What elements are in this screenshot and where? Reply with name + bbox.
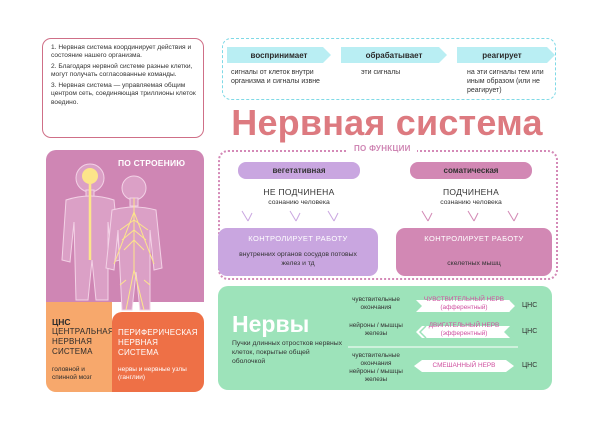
body-illustration xyxy=(61,163,163,311)
step-perceive-text: сигналы от клеток внутри организма и сиг… xyxy=(231,69,320,86)
efferent-label: ДВИГАТЕЛЬНЫЙ НЕРВ (эфферентный) xyxy=(428,322,500,337)
efferent-left: нейроны / мышцы железы xyxy=(349,322,403,337)
structure-title: ПО СТРОЕНИЮ xyxy=(118,158,186,168)
afferent-left: чувствительные окончания xyxy=(352,296,400,311)
step-process-heading: обрабатывает xyxy=(341,47,447,63)
cns-spine-icon xyxy=(82,168,98,260)
arrow-1 xyxy=(323,47,339,63)
mixed-label: СМЕШАННЫЙ НЕРВ xyxy=(432,362,496,369)
vegetative-sub: сознанию человека xyxy=(268,199,330,206)
somatic-control-box xyxy=(396,228,552,276)
intro-point-1: 1. Нервная система координирует действия… xyxy=(51,44,192,60)
nerves-desc: Пучки длинных отростков нервных клеток, … xyxy=(232,340,342,365)
cns-panel xyxy=(46,302,112,392)
somatic-control-title: КОНТРОЛИРУЕТ РАБОТУ xyxy=(424,234,524,243)
mixed-cns: ЦНС xyxy=(522,362,538,369)
step-process-text: эти сигналы xyxy=(361,69,401,76)
arrow-2 xyxy=(439,47,455,63)
somatic-sub: сознанию человека xyxy=(440,199,502,206)
mixed-left-1: чувствительные окончания xyxy=(352,352,400,367)
intro-box: 1. Нервная система координирует действия… xyxy=(42,38,204,138)
vegetative-pill: вегетативная xyxy=(238,162,360,179)
pns-panel xyxy=(112,312,204,392)
cns-name: ЦЕНТРАЛЬНАЯ НЕРВНАЯ СИСТЕМА xyxy=(52,327,114,356)
cns-desc: головной и спинной мозг xyxy=(52,366,92,382)
process-box: воспринимает обрабатывает реагирует сигн… xyxy=(222,38,556,100)
function-arrows xyxy=(241,210,519,222)
efferent-cns: ЦНС xyxy=(522,328,538,335)
page-title: Нервная система xyxy=(231,102,543,143)
mixed-left-2: нейроны / мышцы железы xyxy=(349,368,403,383)
afferent-arrow xyxy=(416,300,516,312)
nerve-arrows xyxy=(348,299,518,373)
step-react-heading: реагирует xyxy=(457,47,547,63)
process-arrows xyxy=(323,47,555,63)
mixed-arrow xyxy=(414,360,514,372)
somatic-control-text: скелетных мышц xyxy=(447,260,501,267)
step-perceive-heading: воспринимает xyxy=(227,47,331,63)
cns-abbr: ЦНС xyxy=(52,317,71,327)
efferent-arrow xyxy=(416,326,510,338)
nerves-title: Нервы xyxy=(232,311,310,337)
vegetative-status: НЕ ПОДЧИНЕНА xyxy=(263,187,335,197)
vegetative-control-box xyxy=(218,228,378,276)
step-react-text: на эти сигналы тем или иным образом (или… xyxy=(467,69,544,95)
somatic-pill: соматическая xyxy=(410,162,532,179)
pns-name: ПЕРИФЕРИЧЕСКАЯ НЕРВНАЯ СИСТЕМА xyxy=(118,328,198,357)
somatic-status: ПОДЧИНЕНА xyxy=(442,187,500,197)
arrow-3 xyxy=(547,47,555,63)
intro-point-3: 3. Нервная система — управляемая общим ц… xyxy=(51,81,196,106)
function-title: ПО ФУНКЦИИ xyxy=(348,144,417,153)
afferent-label: ЧУВСТВИТЕЛЬНЫЙ НЕРВ (афферентный) xyxy=(423,296,505,311)
vegetative-control-text: внутренних органов сосудов потовых желез… xyxy=(239,251,357,267)
pns-desc: нервы и нервные узлы (ганглии) xyxy=(118,366,187,382)
vegetative-control-title: КОНТРОЛИРУЕТ РАБОТУ xyxy=(248,234,348,243)
intro-point-2: 2. Благодаря нервной системе разные клет… xyxy=(51,62,193,79)
pns-nerves-icon xyxy=(113,198,155,311)
afferent-cns: ЦНС xyxy=(522,302,538,309)
